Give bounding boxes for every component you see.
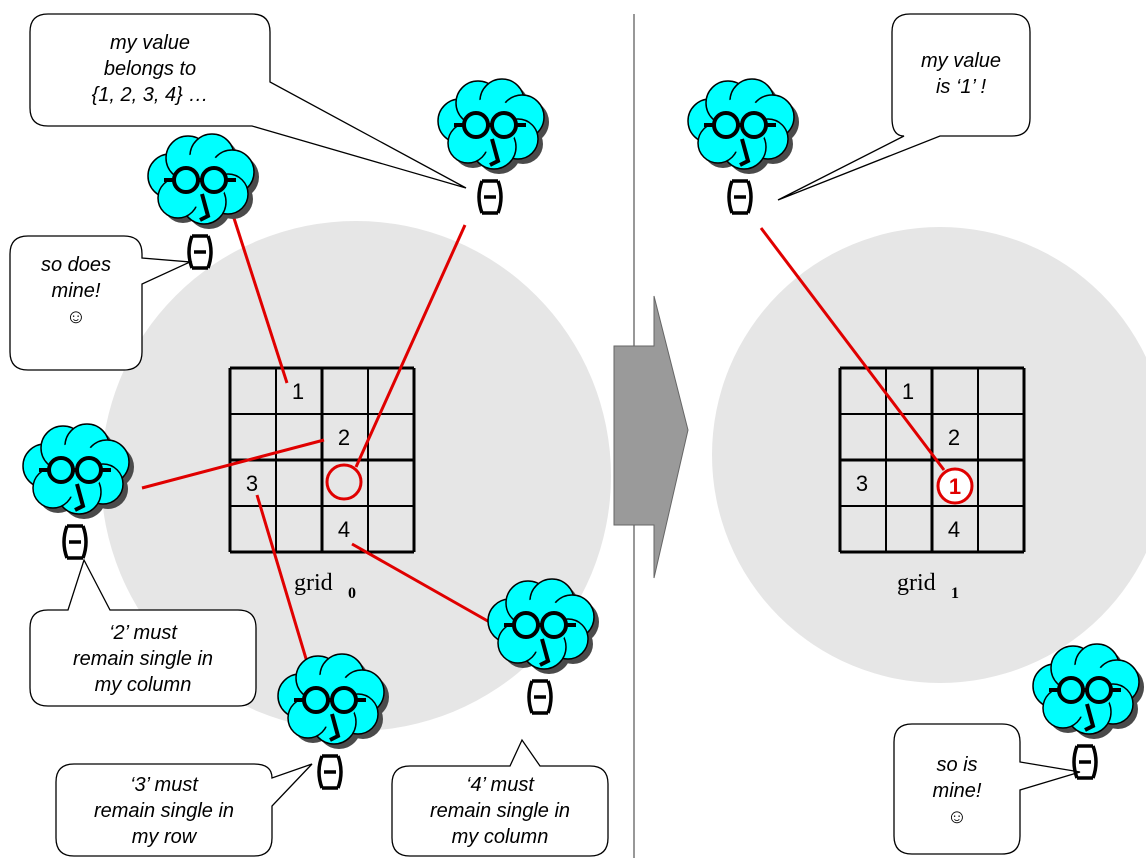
callout-row3 [55,763,313,857]
callout-top-left [29,13,467,189]
callout-line: my row [131,826,197,848]
right-grid-label: grid [897,570,936,596]
left-grid: 1 2 3 4 [228,366,416,554]
callout-so-does-mine [9,235,193,371]
callout-line: ‘4’ must [466,774,534,796]
callout-line: remain single in [93,800,235,822]
callout-line: remain single in [429,800,571,822]
smiley-glyph: ☺ [946,806,968,828]
grid-number: 4 [338,517,350,542]
callout-top-left-text: my value belongs to {1, 2, 3, 4} … [40,30,260,108]
callout-col4-text: ‘4’ must remain single in my column [392,772,608,850]
callout-line: my column [94,674,192,696]
grid-number: 2 [338,425,350,450]
callout-right-bottom-text: so is mine! ☺ [894,752,1020,830]
callout-line: my value [920,50,1002,72]
callout-line: my column [451,826,549,848]
callout-shapes [9,13,1081,857]
callout-line: my value [109,32,191,54]
agent-icon [686,77,801,215]
right-highlight-value: 1 [949,474,961,499]
agent-icon [436,77,551,215]
callout-right-top-text: my value is ‘1’ ! [892,48,1030,100]
right-link [759,227,946,471]
callout-line: mine! [932,780,982,802]
right-grid-subscript: 1 [951,585,959,602]
callout-line: ‘2’ must [109,622,177,644]
left-links [141,211,494,663]
agent-icon [486,577,601,715]
callout-right-top [777,13,1031,201]
callout-line: {1, 2, 3, 4} … [91,84,209,106]
grid-number: 3 [856,471,868,496]
grid-number: 4 [948,517,960,542]
callout-row3-text: ‘3’ must remain single in my row [56,772,272,850]
transition-arrow [613,295,689,579]
left-grid-label: grid [294,570,333,596]
callout-col4 [391,738,609,857]
grid-number: 1 [292,379,304,404]
right-highlight-circle [936,467,974,505]
left-grid-subscript: 0 [348,585,356,602]
callout-line: is ‘1’ ! [935,76,987,98]
callout-col2 [29,558,257,707]
left-background-disc [101,221,611,731]
right-background-disc [712,227,1146,683]
left-target-cell-circle [325,463,363,501]
callout-line: belongs to [103,58,197,80]
right-grid: 1 2 3 4 [838,366,1026,554]
callout-col2-text: ‘2’ must remain single in my column [30,620,256,698]
callout-line: so does [40,254,112,276]
callout-so-does-mine-text: so does mine! ☺ [14,252,138,330]
callout-line: ‘3’ must [130,774,198,796]
callout-right-bottom [893,723,1081,855]
grid-number: 1 [902,379,914,404]
grid-number: 3 [246,471,258,496]
callout-line: so is [936,754,978,776]
agent-icon [276,652,391,790]
agent-icon [1031,642,1146,780]
callout-line: remain single in [72,648,214,670]
smiley-glyph: ☺ [65,306,87,328]
grid-number: 2 [948,425,960,450]
callout-line: mine! [51,280,101,302]
